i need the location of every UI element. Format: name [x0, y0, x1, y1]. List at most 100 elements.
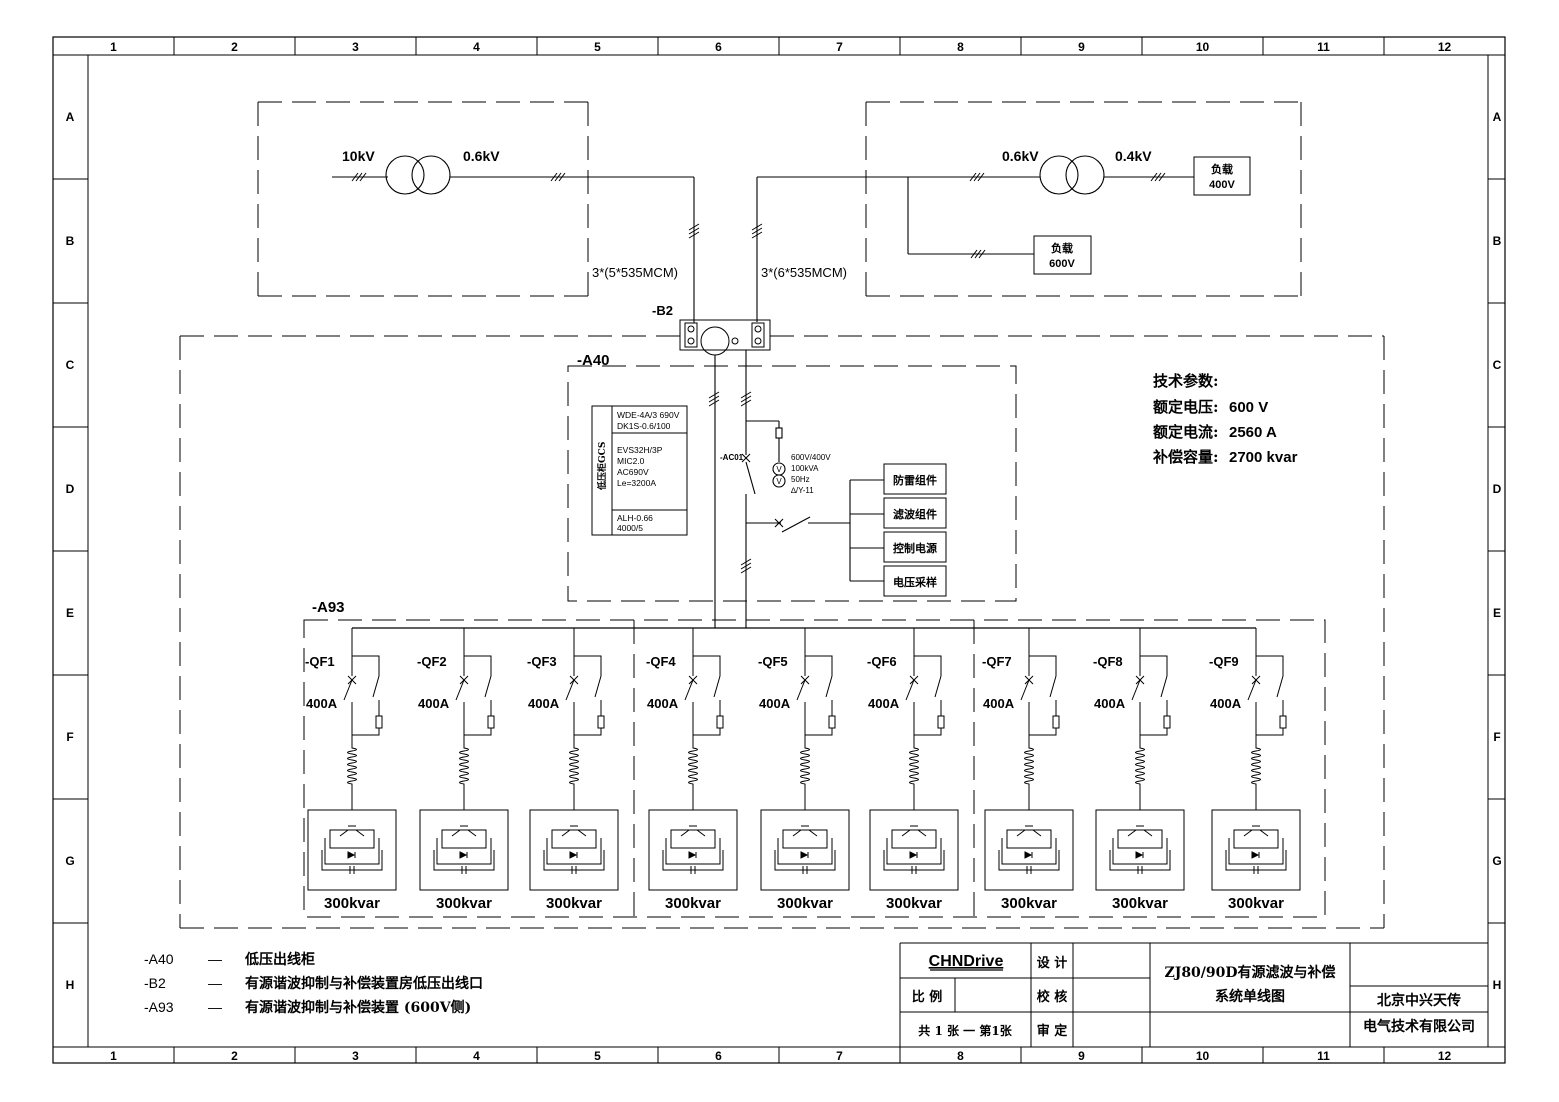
title-approve: 审 定	[1037, 1023, 1068, 1039]
component-voltage-sampling: 电压采样	[893, 575, 937, 589]
row-label-right: F	[1493, 730, 1500, 744]
module-inner-box	[670, 829, 716, 849]
feeder-rating: 400A	[759, 696, 791, 711]
tech-capacity-value: 2700 kvar	[1229, 449, 1298, 466]
aux-branch-top	[464, 655, 492, 676]
module-frame	[869, 809, 959, 891]
aux-branch-top	[693, 655, 721, 676]
feeder-name: -QF3	[527, 654, 557, 669]
legend: -A40 — 低压出线柜 -B2 — 有源谐波抑制与补偿装置房低压出线口 -A9…	[144, 951, 483, 1016]
diode-symbol	[688, 851, 697, 859]
aux-branch-return	[1140, 728, 1168, 736]
breaker-blade	[1131, 679, 1141, 701]
aux-branch-return	[1029, 728, 1057, 736]
right-transformer-lv: 0.4kV	[1115, 148, 1152, 164]
aux-switch-blade	[934, 675, 942, 698]
a40-line-8: 4000/5	[617, 523, 643, 533]
aux-branch-top	[1029, 655, 1057, 676]
tech-title: 技术参数:	[1153, 372, 1219, 390]
cable-right-spec: 3*(6*535MCM)	[761, 265, 847, 280]
ac01-label: -AC01	[720, 453, 744, 462]
breaker-blade	[455, 679, 465, 701]
reactor-coil	[569, 742, 579, 810]
load-400v-box: 负载 400V	[1193, 156, 1251, 196]
voltmeter-glyph-2: V	[776, 477, 782, 486]
breaker-blade	[1020, 679, 1030, 701]
feeder-name: -QF7	[982, 654, 1012, 669]
tech-current-label: 额定电流:	[1153, 423, 1219, 441]
fuse-box	[828, 715, 836, 729]
column-label-bottom: 7	[836, 1049, 843, 1063]
fuse-box	[375, 715, 383, 729]
feeder-6	[869, 628, 959, 891]
igbt-leg-b	[1259, 829, 1269, 837]
column-label-top: 8	[957, 40, 964, 54]
left-transformer-hv: 10kV	[342, 148, 375, 164]
column-label-bottom: 3	[352, 1049, 359, 1063]
fuse-box	[487, 715, 495, 729]
row-label-right: B	[1493, 234, 1502, 248]
row-label-right: H	[1493, 978, 1502, 992]
aux-switch-blade	[1160, 675, 1168, 698]
row-label-left: F	[66, 730, 73, 744]
row-label-left: A	[66, 110, 75, 124]
aux-switch-blade	[1049, 675, 1057, 698]
module-bridge-dc	[774, 850, 836, 871]
a93-label: -A93	[312, 599, 345, 616]
aux-branch-top	[1140, 655, 1168, 676]
pt-line-1: 600V/400V	[791, 453, 831, 462]
row-label-left: B	[66, 234, 75, 248]
legend-dash-a40: —	[208, 951, 222, 967]
diode-symbol	[1024, 851, 1033, 859]
row-label-left: H	[66, 978, 75, 992]
feeder-capacity: 300kvar	[1001, 895, 1057, 912]
reactor-coil	[347, 742, 357, 810]
feeder-rating: 400A	[647, 696, 679, 711]
column-label-bottom: 8	[957, 1049, 964, 1063]
b2-terminal-block	[679, 319, 771, 356]
a93-dashed-region	[303, 619, 1326, 918]
company-line1: 北京中兴天传	[1377, 992, 1461, 1009]
column-label-bottom: 4	[473, 1049, 480, 1063]
voltmeter-glyph-1: V	[776, 465, 782, 474]
igbt-leg-b	[467, 829, 477, 837]
row-label-right: E	[1493, 606, 1501, 620]
igbt-leg-a	[1127, 829, 1137, 837]
legend-dash-a93: —	[208, 999, 222, 1015]
cable-slash-marks	[351, 172, 1166, 574]
fuse-box	[716, 715, 724, 729]
diode-symbol	[800, 851, 809, 859]
feeder-name: -QF5	[758, 654, 788, 669]
igbt-leg-b	[577, 829, 587, 837]
right-transformer-hv: 0.6kV	[1002, 148, 1039, 164]
company-line2: 电气技术有限公司	[1363, 1018, 1475, 1035]
aux-switch-blade	[372, 675, 380, 698]
reactor-coil	[688, 742, 698, 810]
component-control-power: 控制电源	[893, 541, 937, 555]
a40-dashed-region	[567, 365, 1017, 602]
feeder-rating: 400A	[868, 696, 900, 711]
component-boxes: 防雷组件 滤波组件 控制电源 电压采样	[883, 463, 947, 597]
column-label-bottom: 1	[110, 1049, 117, 1063]
module-bridge-outer	[1112, 838, 1168, 865]
igbt-leg-b	[355, 829, 365, 837]
module-bridge-dc	[662, 850, 724, 871]
igbt-leg-a	[339, 829, 349, 837]
aux-branch-return	[1256, 728, 1284, 736]
load-400v-voltage: 400V	[1209, 179, 1235, 191]
igbt-leg-b	[917, 829, 927, 837]
feeder-capacity: 300kvar	[777, 895, 833, 912]
module-bridge-dc	[321, 850, 383, 871]
row-label-left: D	[66, 482, 75, 496]
diode-symbol	[459, 851, 468, 859]
feeder-4	[648, 628, 738, 891]
column-label-top: 3	[352, 40, 359, 54]
feeder-rating: 400A	[528, 696, 560, 711]
column-label-top: 10	[1196, 40, 1210, 54]
module-inner-box	[1233, 829, 1279, 849]
feeder-rating: 400A	[1094, 696, 1126, 711]
module-inner-box	[329, 829, 375, 849]
load-400v-title: 负载	[1211, 162, 1233, 176]
